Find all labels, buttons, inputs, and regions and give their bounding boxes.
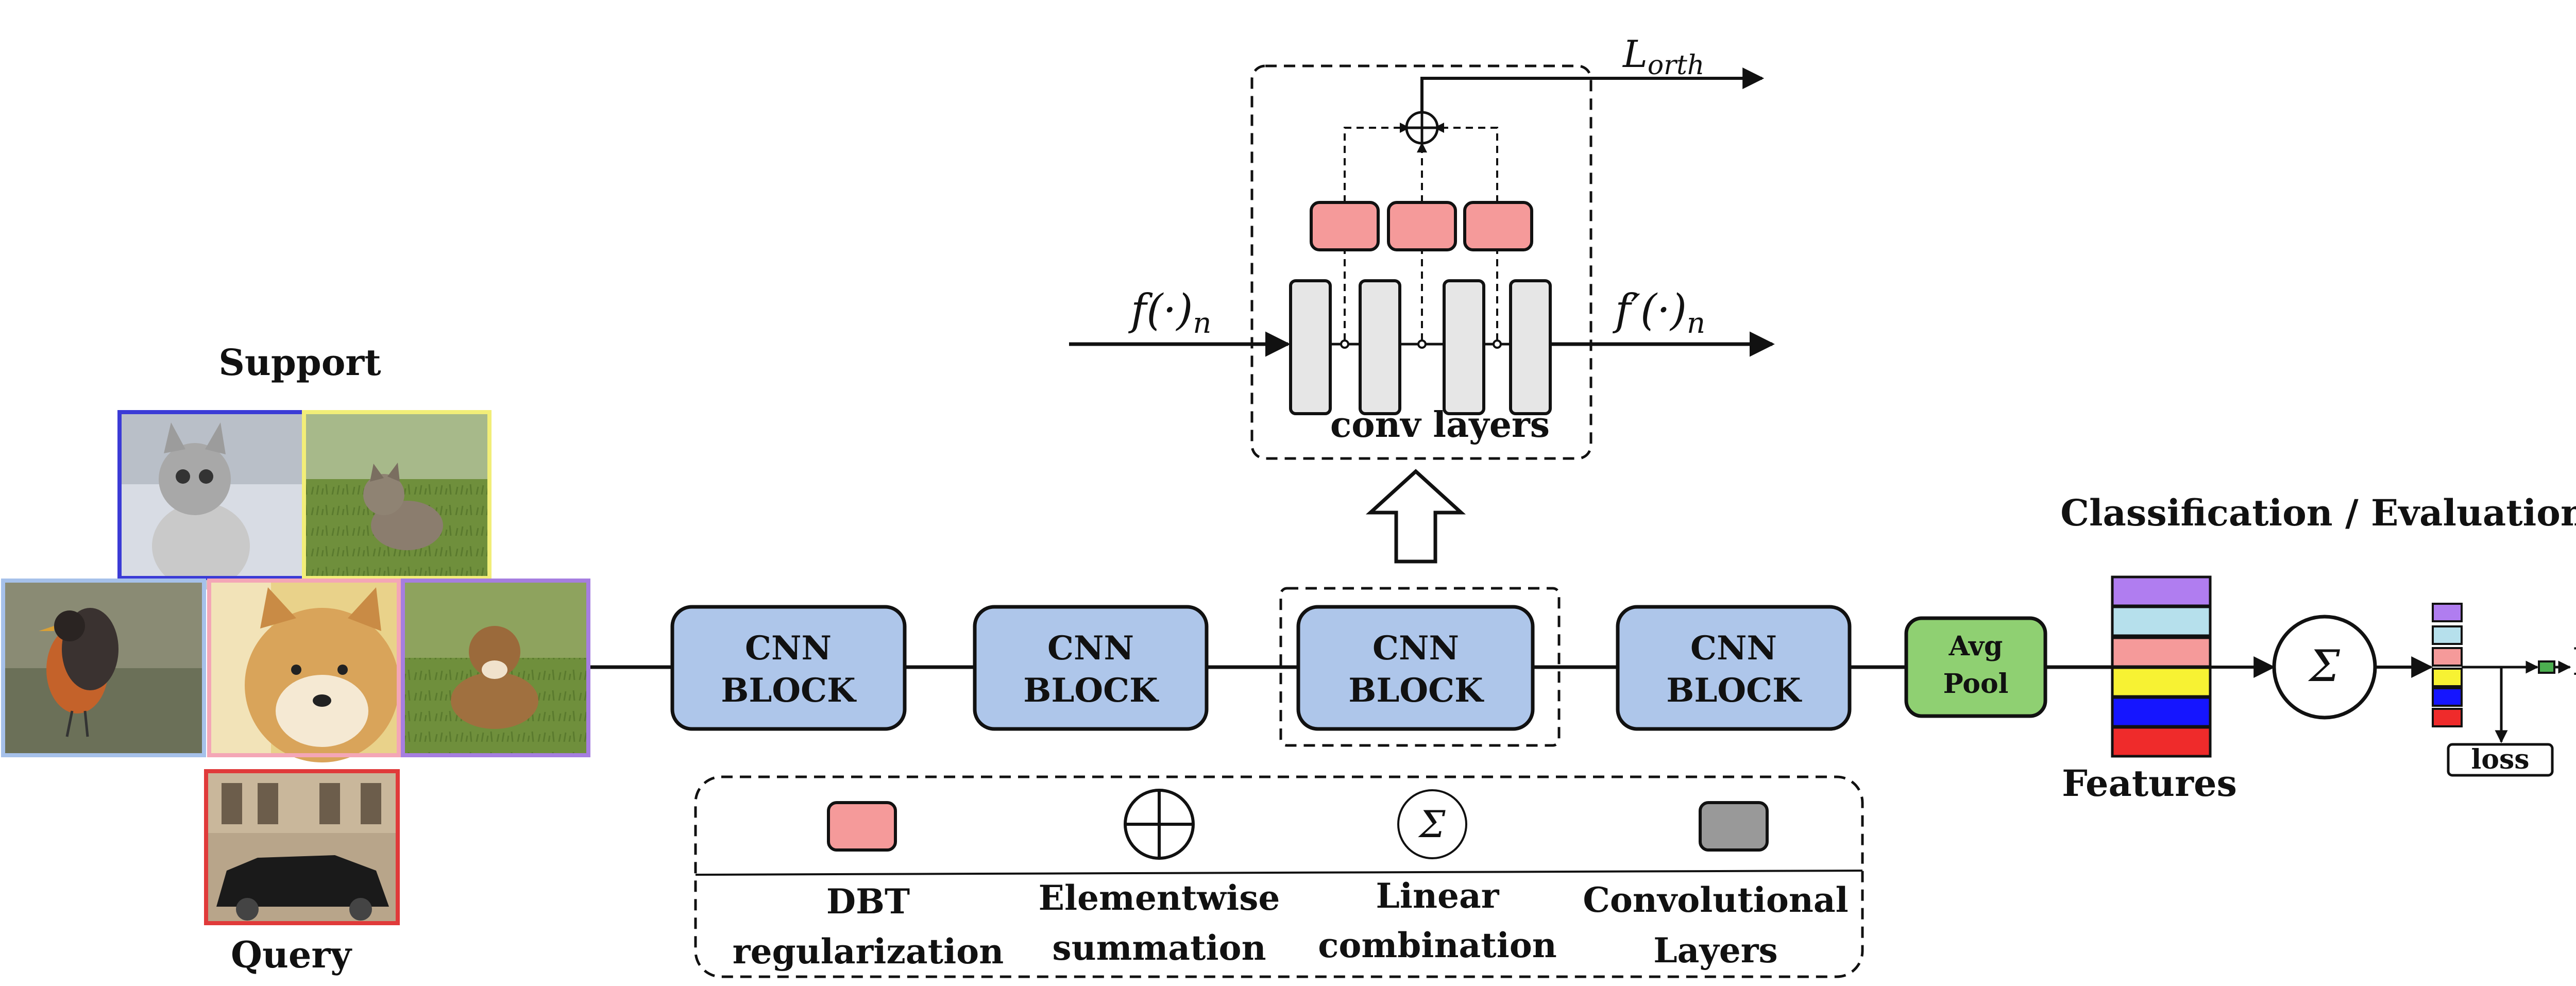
legend-label: regularization [733,931,1004,972]
dbt-to-sum-line [1434,123,1498,202]
junction-dot [1340,339,1349,349]
conv-layers-label: conv layers [1330,404,1550,446]
legend-label: Convolutional [1583,880,1848,920]
legend: Σ DBT regularization Elementwise summati… [694,775,1864,978]
elementwise-sum-node [1405,111,1439,145]
cnn-block-label: BLOCK [1023,671,1159,710]
label-marker [2538,660,2555,674]
cnn-block-label: CNN [1690,629,1777,668]
f-out-sub: n [1687,307,1705,340]
label-text: label [2573,641,2576,684]
loss-box: loss [2447,743,2554,777]
output-bar [2432,708,2463,727]
legend-divider [695,870,1863,876]
zoom-up-arrow [1365,469,1466,564]
query-label: Query [231,933,352,976]
output-bar [2432,647,2463,667]
junction-dot [1493,339,1502,349]
sigma-symbol: Σ [2308,641,2340,691]
support-image-kitten-grass [302,410,492,580]
dbt-detail-inset: Lorth f(·)n f′(·)n conv layers [1069,32,1775,460]
cnn-block-1: CNN BLOCK [670,605,907,731]
sigma-legend-symbol: Σ [1418,803,1446,846]
output-score-stack [2432,603,2463,727]
query-image-car [204,769,400,925]
feature-bar [2111,666,2212,698]
f-out-label: f′(·)n [1612,286,1705,340]
f-out-main: f′(·) [1612,286,1687,335]
feature-stack [2111,575,2212,758]
circle-plus-icon [1124,789,1195,860]
gray-box-icon [1699,801,1769,852]
f-in-sub: n [1193,307,1211,340]
inset-dashed-frame [1250,64,1592,460]
avg-pool-label: Avg [1948,631,2003,662]
dbt-box-icon [827,801,897,852]
feature-bar [2111,696,2212,728]
dbt-regularizer [1310,201,1380,251]
output-bar [2432,603,2463,622]
legend-label: Elementwise [1039,878,1280,918]
sigma-circle-icon: Σ [1397,789,1467,859]
dbt-regularizer [1387,201,1457,251]
cnn-block-label: CNN [745,629,832,668]
conv-layer [1289,279,1332,415]
legend-label: Linear [1376,876,1500,916]
output-bar [2432,687,2463,707]
junction-dot [1417,339,1427,349]
support-label: Support [218,341,381,384]
legend-label: summation [1052,928,1266,968]
support-image-bird [1,579,206,757]
feature-bar [2111,636,2212,668]
l-orth-arrow [1420,67,1765,112]
avg-pool-label: Pool [1943,668,2009,700]
legend-label: combination [1318,925,1557,965]
cnn-block-label: BLOCK [721,671,857,710]
linear-combination-node: Σ [2272,615,2377,720]
conv-layer [1509,279,1552,415]
conv-layer [1359,279,1401,415]
f-in-label: f(·)n [1128,286,1211,340]
avg-pool-block: Avg Pool [1904,616,2047,718]
loss-label: loss [2471,744,2530,775]
output-bar [2432,625,2463,645]
classification-evaluation-label: Classification / Evaluation [2060,491,2576,534]
legend-label: DBT [826,881,910,922]
output-bar [2432,668,2463,687]
legend-frame [694,775,1864,978]
feature-bar [2111,726,2212,758]
legend-label: Layers [1653,930,1777,971]
l-orth-main: L [1622,32,1648,76]
cnn-block-label: CNN [1372,629,1459,668]
feature-bar [2111,575,2212,607]
cnn-block-4: CNN BLOCK [1616,605,1852,731]
highlight-dashed-frame [1279,587,1561,747]
features-label: Features [2062,762,2237,805]
cnn-block-2: CNN BLOCK [973,605,1209,731]
l-orth-sub: orth [1648,50,1705,81]
cnn-block-label: BLOCK [1666,671,1802,710]
support-image-shiba [207,579,401,762]
dbt-to-sum-line [1344,123,1410,202]
f-in-main: f(·) [1128,286,1193,335]
cnn-block-3-highlighted: CNN BLOCK [1279,587,1561,747]
support-image-dog [401,579,590,757]
cnn-block-label: BLOCK [1348,671,1484,710]
dbt-regularizer [1463,201,1533,251]
feature-bar [2111,605,2212,637]
cnn-block-label: CNN [1047,629,1134,668]
conv-layer [1443,279,1485,415]
l-orth-label: Lorth [1622,32,1704,81]
support-image-kitten-grey [117,410,306,590]
